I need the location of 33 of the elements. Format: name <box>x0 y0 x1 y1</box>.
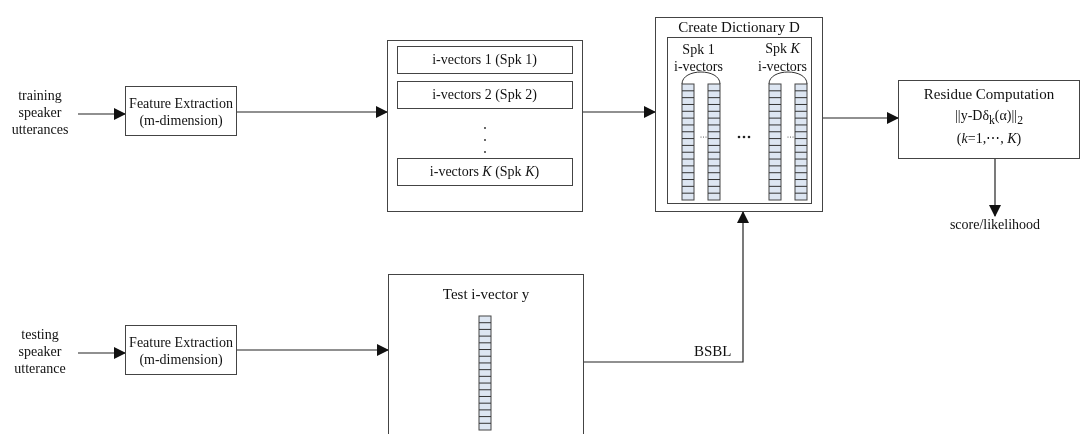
box-label: i-vectors 2 (Spk 2) <box>431 85 538 103</box>
arrow <box>77 347 126 359</box>
ivector-box <box>396 157 573 186</box>
formula: ||y-Dδ$_{k}$(α)||$_{2}$ <box>954 107 1024 129</box>
column-label: Spk K <box>764 39 802 57</box>
box-label: Feature Extraction (m-dimension) <box>128 334 234 368</box>
test-vector-box <box>388 274 584 434</box>
ivector-box <box>396 45 573 74</box>
input-label: training speaker utterances <box>10 87 70 138</box>
box-label: Residue Computation <box>922 86 1056 103</box>
arrow <box>77 108 126 120</box>
ivector-box <box>396 80 573 109</box>
arrow <box>583 211 749 363</box>
process-box <box>898 80 1080 159</box>
box-label: Create Dictionary D <box>677 19 801 36</box>
column-label: i-vectors <box>757 57 808 75</box>
arrow <box>582 106 656 118</box>
box-label: i-vectors K (Spk K) <box>428 162 541 180</box>
input-label: testing speaker utterance <box>13 326 67 377</box>
column-label: i-vectors <box>673 57 724 75</box>
box-label: Feature Extraction (m-dimension) <box>128 95 234 129</box>
arrow <box>236 344 389 356</box>
process-box <box>125 86 237 136</box>
output-label: score/likelihood <box>948 216 1042 233</box>
box-label: Test i-vector y <box>441 286 531 303</box>
process-box <box>125 325 237 375</box>
group-box <box>387 40 583 212</box>
arrow <box>989 158 1001 217</box>
arrow <box>822 112 899 124</box>
arrow <box>236 106 388 118</box>
column-label: Spk 1 <box>681 40 716 58</box>
box-label: i-vectors 1 (Spk 1) <box>431 50 538 68</box>
box-label: (k=1,⋯, K) <box>955 130 1023 147</box>
